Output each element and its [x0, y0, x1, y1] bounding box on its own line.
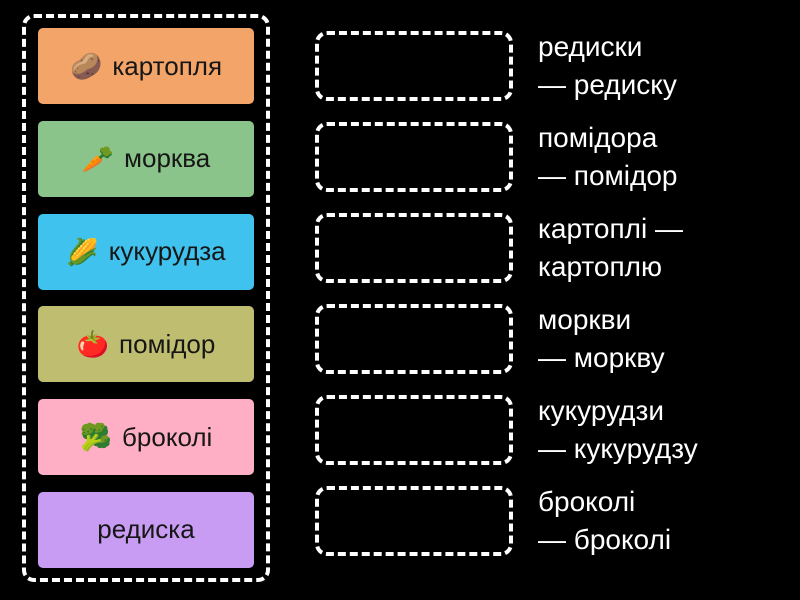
carrot-icon: 🥕: [81, 143, 115, 174]
pair-label-line: редиски: [538, 31, 643, 62]
tile-tomato[interactable]: 🍅 помідор: [38, 306, 254, 383]
potato-icon: 🥔: [69, 51, 103, 81]
tile-radish-label: редиска: [97, 514, 195, 545]
dropzone-radish[interactable]: [315, 31, 513, 101]
pair-row-broccoli: броколі — броколі: [315, 483, 698, 559]
pair-label-line: броколі: [538, 486, 636, 517]
pair-row-potato: картоплі — картоплю: [315, 210, 698, 286]
pair-label-line: — кукурудзу: [538, 433, 698, 464]
tile-carrot[interactable]: 🥕 морква: [38, 120, 254, 197]
tile-corn[interactable]: 🌽 кукурудза: [38, 213, 254, 290]
pair-label-carrot: моркви — моркву: [538, 301, 665, 377]
pair-label-potato: картоплі — картоплю: [538, 210, 683, 286]
pair-label-line: — моркву: [538, 342, 665, 373]
corn-icon: 🌽: [66, 236, 99, 267]
pair-label-tomato: помідора — помідор: [538, 119, 677, 195]
tomato-icon: 🍅: [76, 329, 110, 360]
pair-label-radish: редиски — редиску: [538, 28, 677, 104]
tile-corn-label: кукурудза: [108, 236, 226, 267]
tile-radish[interactable]: редиска: [38, 491, 254, 568]
pair-label-line: — редиску: [538, 69, 677, 100]
pair-label-line: — броколі: [538, 524, 672, 555]
pair-label-broccoli: броколі — броколі: [538, 483, 671, 559]
pair-row-tomato: помідора — помідор: [315, 119, 698, 195]
dropzone-potato[interactable]: [315, 213, 513, 283]
tile-carrot-label: морква: [124, 143, 211, 174]
broccoli-icon: 🥦: [79, 422, 113, 453]
dropzone-corn[interactable]: [315, 395, 513, 465]
pair-label-line: картоплі —: [538, 213, 683, 244]
pair-label-line: помідора: [538, 122, 658, 153]
pair-label-line: — помідор: [538, 160, 678, 191]
tile-broccoli[interactable]: 🥦 броколі: [38, 399, 254, 476]
pair-label-corn: кукурудзи — кукурудзу: [538, 392, 698, 468]
pair-row-corn: кукурудзи — кукурудзу: [315, 392, 698, 468]
answer-board: 🥔 картопля 🥕 морква 🌽 кукурудза 🍅 помідо…: [22, 14, 270, 582]
pair-label-line: моркви: [538, 304, 632, 335]
dropzone-tomato[interactable]: [315, 122, 513, 192]
match-targets: редиски — редиску помідора — помідор кар…: [315, 28, 698, 559]
pair-label-line: картоплю: [538, 251, 662, 282]
pair-row-carrot: моркви — моркву: [315, 301, 698, 377]
pair-row-radish: редиски — редиску: [315, 28, 698, 104]
tile-broccoli-label: броколі: [122, 421, 213, 452]
dropzone-carrot[interactable]: [315, 304, 513, 374]
tile-potato-label: картопля: [112, 50, 223, 81]
pair-label-line: кукурудзи: [538, 395, 664, 426]
tile-potato[interactable]: 🥔 картопля: [38, 28, 254, 104]
tile-tomato-label: помідор: [119, 328, 216, 359]
dropzone-broccoli[interactable]: [315, 486, 513, 556]
